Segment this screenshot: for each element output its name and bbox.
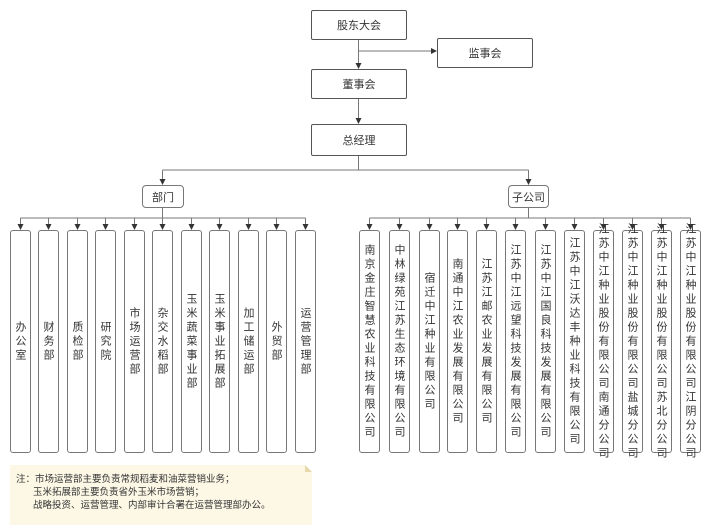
subsidiary-label: 江苏中江种业股份有限公司南通分公司 [597,222,610,461]
subsidiary-box[interactable]: 江苏中江远望科技发展有限公司 [505,230,526,453]
subsidiary-box[interactable]: 江苏中江种业股份有限公司盐城分公司 [622,223,643,461]
subsidiary-label: 中林绿苑江苏生态环境有限公司 [393,243,406,440]
node-subsidiaries-label: 子公司 [512,190,545,204]
note-prefix: 注： [16,474,36,485]
subsidiary-label: 江苏中江远望科技发展有限公司 [509,243,522,440]
note-line-1: 注：市场运营部主要负责常规稻麦和油菜营销业务； [16,473,312,486]
subsidiary-label: 江苏江邮农业发展有限公司 [480,257,493,426]
department-label: 办公室 [14,320,27,363]
department-box[interactable]: 研究院 [95,230,116,453]
department-label: 杂交水稻部 [156,306,169,377]
node-board[interactable]: 董事会 [311,69,407,99]
department-label: 市场运营部 [128,306,141,377]
department-label: 运营管理部 [299,306,312,377]
node-board-label: 董事会 [342,78,376,91]
subsidiary-box[interactable]: 南通中江农业发展有限公司 [447,230,468,453]
node-supervisors[interactable]: 监事会 [437,38,533,68]
subsidiary-box[interactable]: 江苏江邮农业发展有限公司 [476,230,497,453]
department-box[interactable]: 财务部 [38,230,59,453]
note-line-2: 玉米拓展部主要负责省外玉米市场营销； [33,487,205,498]
subsidiary-label: 南通中江农业发展有限公司 [451,257,464,426]
node-shareholders[interactable]: 股东大会 [311,10,407,40]
node-departments-label: 部门 [152,190,174,204]
subsidiary-box[interactable]: 中林绿苑江苏生态环境有限公司 [389,230,410,453]
subsidiary-box[interactable]: 江苏中江种业股份有限公司南通分公司 [593,223,614,461]
department-box[interactable]: 玉米蔬菜事业部 [181,230,202,453]
department-box[interactable]: 质检部 [67,230,88,453]
department-label: 玉米蔬菜事业部 [185,292,198,391]
footnote: 注：市场运营部主要负责常规稻麦和油菜营销业务； 玉米拓展部主要负责省外玉米市场营… [10,465,312,525]
subsidiary-box[interactable]: 江苏中江国良科技发展有限公司 [535,230,556,453]
subsidiary-label: 南京金庄智慧农业科技有限公司 [363,243,376,440]
subsidiary-box[interactable]: 南京金庄智慧农业科技有限公司 [359,230,380,453]
node-gm[interactable]: 总经理 [311,124,407,156]
department-box[interactable]: 外贸部 [266,230,287,453]
department-box[interactable]: 运营管理部 [295,230,316,453]
subsidiary-label: 江苏中江种业股份有限公司苏北分公司 [655,222,668,461]
note-line-1-text: 市场运营部主要负责常规稻麦和油菜营销业务； [35,474,235,485]
department-label: 加工储运部 [242,306,255,377]
node-subsidiaries[interactable]: 子公司 [508,185,549,208]
department-box[interactable]: 玉米事业拓展部 [209,230,230,453]
subsidiary-label: 江苏中江种业股份有限公司盐城分公司 [626,222,639,461]
department-box[interactable]: 加工储运部 [238,230,259,453]
department-box[interactable]: 杂交水稻部 [152,230,173,453]
subsidiary-label: 江苏中江国良科技发展有限公司 [539,243,552,440]
subsidiary-box[interactable]: 宿迁中江种业有限公司 [419,230,440,453]
department-label: 玉米事业拓展部 [213,292,226,391]
department-box[interactable]: 市场运营部 [124,230,145,453]
subsidiary-box[interactable]: 江苏中江沃达丰种业科技有限公司 [564,230,585,453]
department-label: 外贸部 [270,320,283,363]
department-label: 研究院 [99,320,112,363]
subsidiary-label: 江苏中江沃达丰种业科技有限公司 [568,236,581,447]
subsidiary-box[interactable]: 江苏中江种业股份有限公司苏北分公司 [651,223,672,461]
node-departments[interactable]: 部门 [142,185,184,208]
subsidiary-label: 江苏中江种业股份有限公司江阴分公司 [684,222,697,461]
department-label: 财务部 [42,320,55,363]
department-box[interactable]: 办公室 [10,230,31,453]
node-gm-label: 总经理 [342,134,376,147]
note-fold-corner [305,465,312,472]
node-supervisors-label: 监事会 [468,47,502,60]
subsidiary-box[interactable]: 江苏中江种业股份有限公司江阴分公司 [680,223,701,461]
subsidiary-label: 宿迁中江种业有限公司 [423,271,436,412]
node-shareholders-label: 股东大会 [337,19,381,32]
department-label: 质检部 [71,320,84,363]
note-line-3: 战略投资、运营管理、内部审计合署在运营管理部办公。 [33,500,271,511]
